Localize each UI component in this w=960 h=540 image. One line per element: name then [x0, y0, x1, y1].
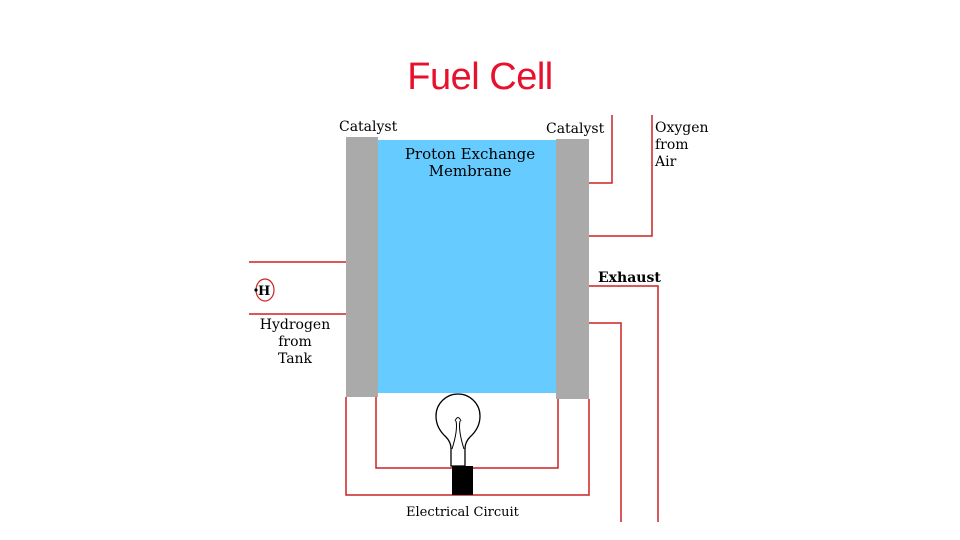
hydrogen-label-line3: Tank: [277, 351, 313, 367]
exhaust-wire-inner: [589, 322, 622, 522]
membrane-label-line1: Proton Exchange: [404, 145, 536, 163]
hydrogen-label-line1: Hydrogen: [259, 317, 331, 333]
bulb-base: [452, 466, 473, 495]
hydrogen-molecule-icon: [254, 278, 275, 302]
light-bulb-icon: [435, 393, 481, 495]
exhaust-wire-top: [589, 285, 659, 522]
oxygen-wire-inner: [589, 115, 613, 184]
catalyst-left-label: Catalyst: [339, 119, 398, 135]
electrical-circuit-label: Electrical Circuit: [406, 505, 519, 520]
membrane-label-line2: Membrane: [428, 162, 512, 180]
oxygen-label-line2: from: [655, 137, 689, 153]
catalyst-right-plate: [556, 139, 589, 399]
hydrogen-symbol: H: [258, 284, 271, 299]
hydrogen-label: Hydrogen from Tank: [252, 317, 338, 368]
proton-exchange-membrane: [378, 140, 556, 393]
catalyst-left-plate: [346, 137, 378, 397]
hydrogen-label-line2: from: [278, 334, 312, 350]
oxygen-label: Oxygen from Air: [655, 120, 709, 171]
oxygen-label-line3: Air: [655, 154, 677, 170]
oxygen-wire-outer: [589, 115, 653, 237]
membrane-label: Proton Exchange Membrane: [396, 146, 544, 180]
catalyst-right-label: Catalyst: [546, 121, 605, 137]
oxygen-label-line1: Oxygen: [655, 120, 709, 136]
exhaust-label: Exhaust: [598, 270, 661, 286]
page-title: Fuel Cell: [407, 56, 553, 98]
